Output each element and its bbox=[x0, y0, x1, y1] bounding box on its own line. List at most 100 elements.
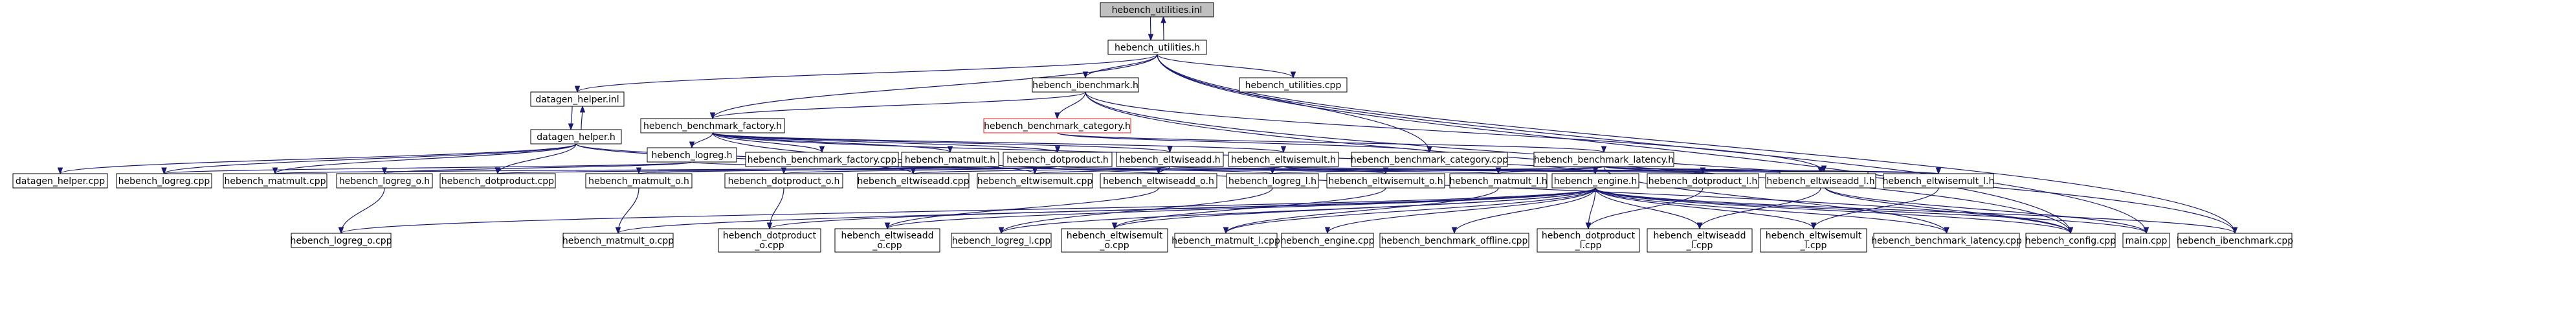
node-label: hebench_logreg_l.h bbox=[1228, 176, 1316, 187]
node-label: hebench_eltwisemult_l.h bbox=[1883, 176, 1995, 187]
node-utilities-cpp[interactable]: hebench_utilities.cpp bbox=[1239, 77, 1348, 93]
edge-factory-h-to-eltwisemult-h bbox=[712, 132, 1287, 154]
node-label: hebench_benchmark_factory.cpp bbox=[748, 155, 897, 165]
node-dotproduct-l-h[interactable]: hebench_dotproduct_l.h bbox=[1647, 173, 1759, 189]
node-box bbox=[2025, 233, 2116, 248]
node-engine-h[interactable]: hebench_engine.h bbox=[1551, 173, 1639, 189]
node-category-h[interactable]: hebench_benchmark_category.h bbox=[983, 118, 1131, 133]
node-factory-h[interactable]: hebench_benchmark_factory.h bbox=[640, 118, 785, 133]
node-config-cpp[interactable]: hebench_config.cpp bbox=[2025, 233, 2116, 248]
node-category-cpp[interactable]: hebench_benchmark_category.cpp bbox=[1351, 152, 1508, 167]
node-box bbox=[1647, 173, 1759, 189]
edge-category-h-to-category-cpp bbox=[1056, 132, 1432, 154]
node-label: datagen_helper.h bbox=[537, 132, 616, 143]
edge-ibenchmark-h-to-factory-h bbox=[709, 91, 1086, 120]
node-eltwiseadd-h[interactable]: hebench_eltwiseadd.h bbox=[1116, 152, 1224, 167]
edge-datagen-h-to-logreg-cpp bbox=[161, 143, 577, 175]
node-latency-cpp[interactable]: hebench_benchmark_latency.cpp bbox=[1871, 233, 2022, 248]
node-box bbox=[640, 118, 785, 133]
nodes-layer: hebench_utilities.inlhebench_utilities.h… bbox=[12, 2, 2293, 253]
node-main-cpp[interactable]: main.cpp bbox=[2122, 233, 2170, 248]
node-logreg-o-cpp[interactable]: hebench_logreg_o.cpp bbox=[291, 233, 392, 248]
node-box bbox=[1449, 173, 1548, 189]
node-datagen-h[interactable]: datagen_helper.h bbox=[530, 129, 622, 145]
edge-dotproduct-h-to-dotproduct-o-h bbox=[781, 166, 1058, 175]
node-datagen-cpp[interactable]: datagen_helper.cpp bbox=[12, 173, 108, 189]
node-label: hebench_engine.h bbox=[1554, 176, 1638, 187]
node-eltwiseadd-o-cpp[interactable]: hebench_eltwiseadd_o.cpp bbox=[834, 228, 940, 253]
node-ibenchmark-h[interactable]: hebench_ibenchmark.h bbox=[1032, 77, 1139, 93]
edge-engine-h-to-ibenchmark-cpp bbox=[1595, 187, 2238, 235]
node-label: datagen_helper.inl bbox=[535, 95, 619, 105]
node-box bbox=[1239, 77, 1348, 93]
node-engine-cpp[interactable]: hebench_engine.cpp bbox=[1280, 233, 1375, 248]
node-matmult-o-h[interactable]: hebench_matmult_o.h bbox=[585, 173, 693, 189]
node-factory-cpp[interactable]: hebench_benchmark_factory.cpp bbox=[745, 152, 899, 167]
node-dotproduct-l-cpp[interactable]: hebench_dotproduct_l.cpp bbox=[1537, 228, 1640, 253]
node-box bbox=[1032, 77, 1139, 93]
node-label: hebench_benchmark_factory.h bbox=[643, 121, 782, 132]
node-box bbox=[2177, 233, 2293, 248]
node-label: hebench_eltwisemult.cpp bbox=[977, 176, 1093, 187]
node-label: hebench_eltwiseadd.cpp bbox=[858, 176, 970, 187]
node-offline-cpp[interactable]: hebench_benchmark_offline.cpp bbox=[1379, 233, 1529, 248]
node-dotproduct-o-cpp[interactable]: hebench_dotproduct_o.cpp bbox=[718, 228, 821, 253]
node-logreg-h[interactable]: hebench_logreg.h bbox=[647, 147, 737, 163]
node-datagen-inl[interactable]: datagen_helper.inl bbox=[530, 91, 625, 107]
node-label: hebench_benchmark_latency.h bbox=[1534, 155, 1674, 165]
node-box bbox=[1379, 233, 1529, 248]
edge-factory-h-to-factory-cpp bbox=[712, 132, 825, 154]
edge-engine-h-to-dotproduct-o-cpp bbox=[766, 187, 1596, 230]
node-box bbox=[585, 173, 693, 189]
node-box bbox=[977, 173, 1093, 189]
node-label: hebench_matmult_o.h bbox=[588, 176, 689, 187]
node-eltwisemult-l-cpp[interactable]: hebench_eltwisemult_l.cpp bbox=[1760, 228, 1867, 253]
node-eltwisemult-cpp[interactable]: hebench_eltwisemult.cpp bbox=[977, 173, 1093, 189]
node-box bbox=[223, 173, 328, 189]
node-label: hebench_ibenchmark.cpp bbox=[2177, 236, 2293, 246]
node-logreg-l-cpp[interactable]: hebench_logreg_l.cpp bbox=[951, 233, 1052, 248]
node-matmult-l-cpp[interactable]: hebench_matmult_l.cpp bbox=[1171, 233, 1280, 248]
node-logreg-o-h[interactable]: hebench_logreg_o.h bbox=[336, 173, 433, 189]
edge-engine-h-to-engine-cpp bbox=[1324, 187, 1596, 235]
node-dotproduct-o-h[interactable]: hebench_dotproduct_o.h bbox=[724, 173, 843, 189]
node-box bbox=[1116, 152, 1224, 167]
node-box bbox=[1281, 233, 1374, 248]
node-eltwiseadd-o-h[interactable]: hebench_eltwiseadd_o.h bbox=[1100, 173, 1217, 189]
node-box bbox=[1226, 173, 1319, 189]
node-label: hebench_eltwiseadd bbox=[841, 231, 933, 241]
edge-engine-h-to-config-cpp bbox=[1595, 187, 2074, 235]
node-box bbox=[1100, 2, 1214, 17]
edge-utilities-h-to-utilities-cpp bbox=[1157, 54, 1296, 79]
node-eltwisemult-l-h[interactable]: hebench_eltwisemult_l.h bbox=[1883, 173, 1995, 189]
node-eltwiseadd-l-cpp[interactable]: hebench_eltwiseadd_l.cpp bbox=[1647, 228, 1753, 253]
node-eltwiseadd-cpp[interactable]: hebench_eltwiseadd.cpp bbox=[857, 173, 970, 189]
edge-factory-h-to-logreg-h bbox=[689, 132, 713, 149]
node-eltwisemult-o-cpp[interactable]: hebench_eltwisemult_o.cpp bbox=[1061, 228, 1168, 253]
node-logreg-cpp[interactable]: hebench_logreg.cpp bbox=[116, 173, 212, 189]
node-matmult-o-cpp[interactable]: hebench_matmult_o.cpp bbox=[562, 233, 674, 248]
node-label: hebench_dotproduct_o.h bbox=[728, 176, 840, 187]
node-label: hebench_matmult_o.cpp bbox=[562, 236, 674, 246]
edge-engine-h-to-eltwiseadd-o-cpp bbox=[884, 187, 1596, 230]
node-label: hebench_eltwisemult bbox=[1067, 231, 1163, 241]
node-label: hebench_eltwiseadd bbox=[1653, 231, 1746, 241]
node-eltwiseadd-l-h[interactable]: hebench_eltwiseadd_l.h bbox=[1765, 173, 1876, 189]
node-box bbox=[983, 118, 1131, 133]
node-matmult-l-h[interactable]: hebench_matmult_l.h bbox=[1449, 173, 1548, 189]
node-logreg-l-h[interactable]: hebench_logreg_l.h bbox=[1226, 173, 1319, 189]
node-box bbox=[1533, 152, 1674, 167]
node-matmult-cpp[interactable]: hebench_matmult.cpp bbox=[223, 173, 328, 189]
edge-datagen-h-to-datagen-cpp bbox=[57, 143, 577, 175]
node-ibenchmark-cpp[interactable]: hebench_ibenchmark.cpp bbox=[2177, 233, 2293, 248]
node-latency-h[interactable]: hebench_benchmark_latency.h bbox=[1533, 152, 1674, 167]
node-dotproduct-cpp[interactable]: hebench_dotproduct.cpp bbox=[439, 173, 556, 189]
node-label: _l.cpp bbox=[1686, 240, 1713, 251]
node-eltwisemult-h[interactable]: hebench_eltwisemult.h bbox=[1228, 152, 1339, 167]
node-matmult-h[interactable]: hebench_matmult.h bbox=[901, 152, 999, 167]
node-eltwisemult-o-h[interactable]: hebench_eltwisemult_o.h bbox=[1326, 173, 1445, 189]
node-dotproduct-h[interactable]: hebench_dotproduct.h bbox=[1003, 152, 1113, 167]
node-utilities-h[interactable]: hebench_utilities.h bbox=[1107, 40, 1207, 55]
edge-utilities-inl-to-utilities-h bbox=[1148, 16, 1154, 41]
